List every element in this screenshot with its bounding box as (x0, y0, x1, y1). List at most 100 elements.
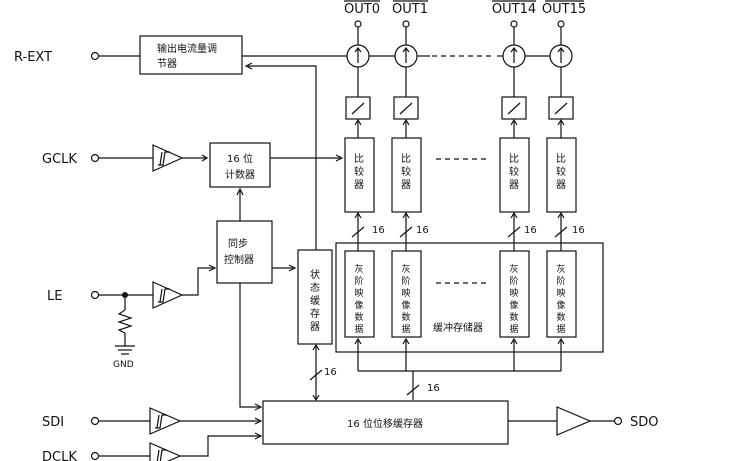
buffer-memory-box (335, 242, 604, 353)
svg-text:较: 较 (354, 165, 364, 178)
dclk-schmitt-buffer (149, 442, 182, 461)
gclk-schmitt-buffer (152, 144, 184, 172)
svg-text:灰: 灰 (354, 263, 363, 275)
svg-text:像: 像 (354, 299, 363, 311)
buffer-memory-label: 缓冲存储器 (433, 321, 483, 334)
svg-text:器: 器 (556, 179, 566, 191)
dclk-pin (90, 451, 100, 461)
out1-current-source (394, 44, 418, 68)
out0-current-source (346, 44, 370, 68)
svg-text:比: 比 (509, 153, 519, 165)
bus-width-status: 16 (324, 367, 337, 378)
svg-text:数: 数 (354, 311, 363, 323)
gray-map-blocks: 灰 阶 映 像 数 据 灰 阶 映 像 数 据 灰 阶 映 像 数 据 灰 阶 … (344, 250, 577, 338)
counter-label-1: 16 位 (227, 152, 253, 165)
gclk-label: GCLK (42, 152, 77, 167)
output-labels: OUT0 OUT1 OUT14 OUT15 (344, 0, 586, 17)
svg-text:数: 数 (401, 311, 410, 323)
output-drivers (318, 20, 573, 97)
svg-text:缓: 缓 (310, 294, 320, 307)
out15-label: OUT15 (542, 2, 586, 17)
svg-text:阶: 阶 (354, 275, 363, 287)
bus-width-cmp15: 16 (572, 225, 585, 236)
out1-label: OUT1 (392, 2, 428, 17)
svg-text:灰: 灰 (401, 263, 410, 275)
svg-text:映: 映 (401, 287, 410, 299)
svg-text:较: 较 (509, 165, 519, 178)
bus-width-cmp14: 16 (524, 225, 537, 236)
svg-text:器: 器 (310, 321, 320, 333)
gnd-label: GND (113, 360, 134, 370)
counter-label-2: 计数器 (225, 168, 255, 181)
svg-text:阶: 阶 (556, 275, 565, 287)
sdi-schmitt-buffer (149, 407, 182, 435)
sdo-pin (613, 416, 623, 426)
le-label: LE (47, 289, 62, 304)
gray-map-1 (391, 250, 422, 338)
svg-text:阶: 阶 (401, 275, 410, 287)
sync-controller (216, 220, 273, 284)
svg-text:据: 据 (556, 323, 565, 335)
out0-pin (354, 20, 362, 28)
out1-pin (402, 20, 410, 28)
le-junction (122, 292, 128, 298)
shift-register (262, 400, 509, 445)
svg-text:据: 据 (401, 323, 410, 335)
svg-text:像: 像 (401, 299, 410, 311)
svg-text:映: 映 (354, 287, 363, 299)
svg-text:数: 数 (509, 311, 518, 323)
svg-text:器: 器 (401, 179, 411, 191)
svg-text:像: 像 (509, 299, 518, 311)
out14-current-source (502, 44, 526, 68)
svg-text:映: 映 (509, 287, 518, 299)
svg-text:比: 比 (354, 153, 364, 165)
svg-text:状: 状 (310, 268, 320, 281)
shift-register-label: 16 位位移缓存器 (347, 417, 423, 430)
svg-text:较: 较 (401, 165, 411, 178)
pulldown-resistor (117, 298, 133, 346)
svg-text:比: 比 (401, 153, 411, 165)
rext-pin (90, 51, 100, 61)
sdo-label: SDO (630, 415, 659, 430)
rext-label: R-EXT (14, 50, 52, 65)
out15-pin (557, 20, 565, 28)
switches (345, 96, 574, 138)
svg-text:映: 映 (556, 287, 565, 299)
out15-current-source (549, 44, 573, 68)
sync-label-2: 控制器 (224, 253, 254, 266)
current-regulator (139, 35, 243, 75)
sync-label-1: 同步 (228, 238, 248, 250)
svg-text:据: 据 (354, 323, 363, 335)
svg-text:存: 存 (310, 307, 320, 320)
dclk-label: DCLK (42, 450, 77, 461)
bus-width-shift: 16 (427, 383, 440, 394)
svg-text:像: 像 (556, 299, 565, 311)
le-schmitt-buffer (152, 281, 184, 309)
svg-text:器: 器 (509, 179, 519, 191)
svg-text:灰: 灰 (509, 263, 518, 275)
svg-text:器: 器 (354, 179, 364, 191)
bus-width-cmp0: 16 (372, 225, 385, 236)
svg-text:数: 数 (556, 311, 565, 323)
svg-text:阶: 阶 (509, 275, 518, 287)
le-pin (90, 290, 100, 300)
svg-text:比: 比 (556, 153, 566, 165)
gray-map-14 (499, 250, 530, 338)
current-regulator-label-1: 输出电流量调 (157, 42, 217, 55)
gclk-pin (90, 153, 100, 163)
cmp-buses: 16 16 16 16 (351, 211, 585, 251)
gray-map-0 (344, 250, 375, 338)
comparator-14 (499, 137, 530, 213)
shift-to-map-bus: 16 (354, 337, 565, 400)
svg-text:较: 较 (556, 165, 566, 178)
svg-text:据: 据 (509, 323, 518, 335)
out14-pin (510, 20, 518, 28)
comparator-15 (546, 137, 577, 213)
ground-symbol (115, 345, 135, 355)
gray-map-15 (546, 250, 577, 338)
sdi-label: SDI (42, 415, 64, 430)
status-latch (297, 249, 333, 345)
current-regulator-label-2: 节器 (157, 58, 177, 70)
sdo-buffer (556, 406, 592, 436)
